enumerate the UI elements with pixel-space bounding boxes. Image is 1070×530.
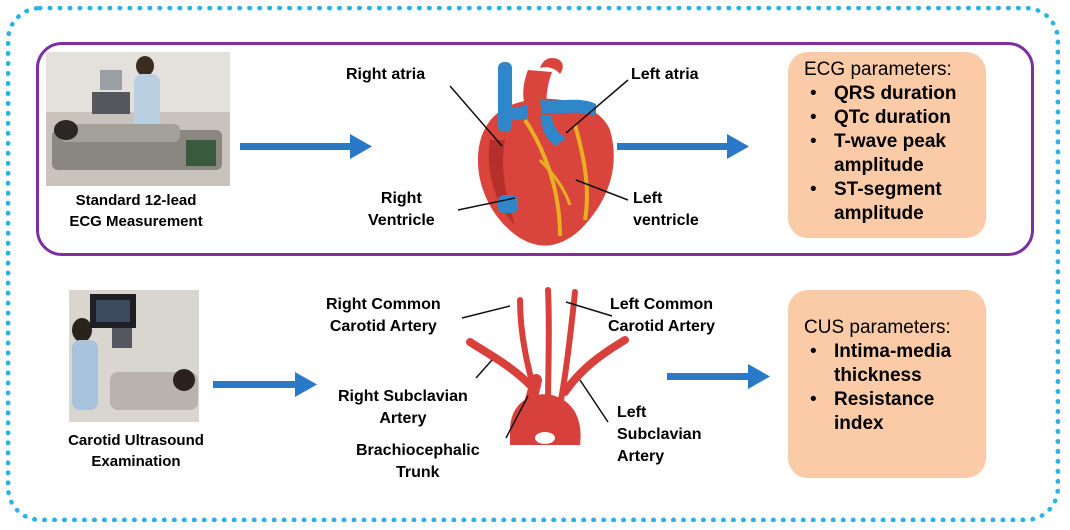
label-left-common-carotid: Left Common Carotid Artery [608, 294, 715, 338]
ecg-param-twave-line2: amplitude [834, 155, 924, 176]
ecg-param-item: ST-segment amplitude [804, 178, 976, 226]
label-right-ventricle-line1: Right [380, 190, 422, 207]
ecg-photo-caption: Standard 12-lead ECG Measurement [36, 190, 236, 232]
carotid-ultrasound-photo [69, 290, 199, 422]
dotted-frame [6, 6, 1060, 522]
heart-leader-lines [449, 79, 629, 211]
label-left-atria: Left atria [631, 66, 699, 83]
label-rsa-line1: Right Subclavian [338, 388, 468, 405]
cus-photo-caption-line1: Carotid Ultrasound [68, 432, 204, 449]
ecg-param-item: T-wave peak amplitude [804, 130, 976, 178]
ecg-photo-caption-line2: ECG Measurement [69, 213, 203, 230]
heart-illustration [477, 58, 614, 246]
artery-leader-lines [461, 301, 613, 439]
label-rcca-line1: Right Common [326, 296, 441, 313]
ecg-parameters-title: ECG parameters: [804, 59, 952, 80]
ecg-parameters-box: ECG parameters: QRS duration QTc duratio… [788, 52, 986, 238]
ecg-param-item: QRS duration [804, 82, 976, 106]
cus-param-item: Intima-media thickness [804, 340, 976, 388]
ecg-param-qtc: QTc duration [834, 107, 951, 128]
label-rcca-line2: Carotid Artery [329, 318, 437, 335]
label-rsa-line2: Artery [379, 410, 427, 427]
cus-param-item: Resistance index [804, 388, 976, 436]
cus-parameters-box: CUS parameters: Intima-media thickness R… [788, 290, 986, 478]
cus-parameters-list: Intima-media thickness Resistance index [804, 340, 976, 436]
ecg-photo-caption-line1: Standard 12-lead [75, 192, 197, 209]
cus-photo-caption-line2: Examination [91, 453, 181, 470]
label-left-subclavian: Left Subclavian Artery [617, 402, 701, 468]
arrow-photo-to-arteries [213, 372, 317, 397]
ecg-param-twave-line1: T-wave peak [834, 131, 946, 152]
arrow-heart-to-ecg-params [617, 134, 749, 159]
label-bct-line2: Trunk [396, 464, 440, 481]
label-lsa-line3: Artery [617, 448, 665, 465]
aortic-arch-lumen [535, 432, 555, 444]
label-brachiocephalic-trunk: Brachiocephalic Trunk [356, 440, 480, 484]
arrow-photo-to-heart [240, 134, 372, 159]
label-lcca-line1: Left Common [609, 296, 714, 313]
ecg-param-qrs: QRS duration [834, 83, 957, 104]
ecg-param-st-line1: ST-segment [834, 179, 942, 200]
ecg-measurement-photo [46, 52, 230, 186]
cus-param-ri-line2: index [834, 413, 884, 434]
label-left-ventricle-line2: ventricle [633, 212, 699, 229]
label-left-ventricle: Left ventricle [633, 188, 699, 232]
label-lsa-line2: Subclavian [617, 426, 702, 443]
label-lsa-line1: Left [617, 404, 647, 421]
cus-parameters-title: CUS parameters: [804, 317, 951, 338]
label-right-ventricle-line2: Ventricle [368, 212, 435, 229]
label-bct-line1: Brachiocephalic [356, 442, 480, 459]
arrow-arteries-to-cus-params [667, 364, 770, 389]
label-right-subclavian: Right Subclavian Artery [338, 386, 468, 430]
cus-photo-caption: Carotid Ultrasound Examination [36, 430, 236, 472]
ecg-param-item: QTc duration [804, 106, 976, 130]
label-left-ventricle-line1: Left [633, 190, 663, 207]
cus-param-imt-line2: thickness [834, 365, 922, 386]
cus-param-imt-line1: Intima-media [834, 341, 952, 362]
cus-param-ri-line1: Resistance [834, 389, 935, 410]
label-lcca-line2: Carotid Artery [608, 318, 715, 335]
label-right-ventricle: Right Ventricle [368, 188, 435, 232]
label-right-atria: Right atria [346, 66, 426, 83]
aortic-arch [510, 394, 581, 445]
ecg-param-st-line2: amplitude [834, 203, 924, 224]
label-right-common-carotid: Right Common Carotid Artery [326, 294, 441, 338]
ecg-parameters-list: QRS duration QTc duration T-wave peak am… [804, 82, 976, 226]
